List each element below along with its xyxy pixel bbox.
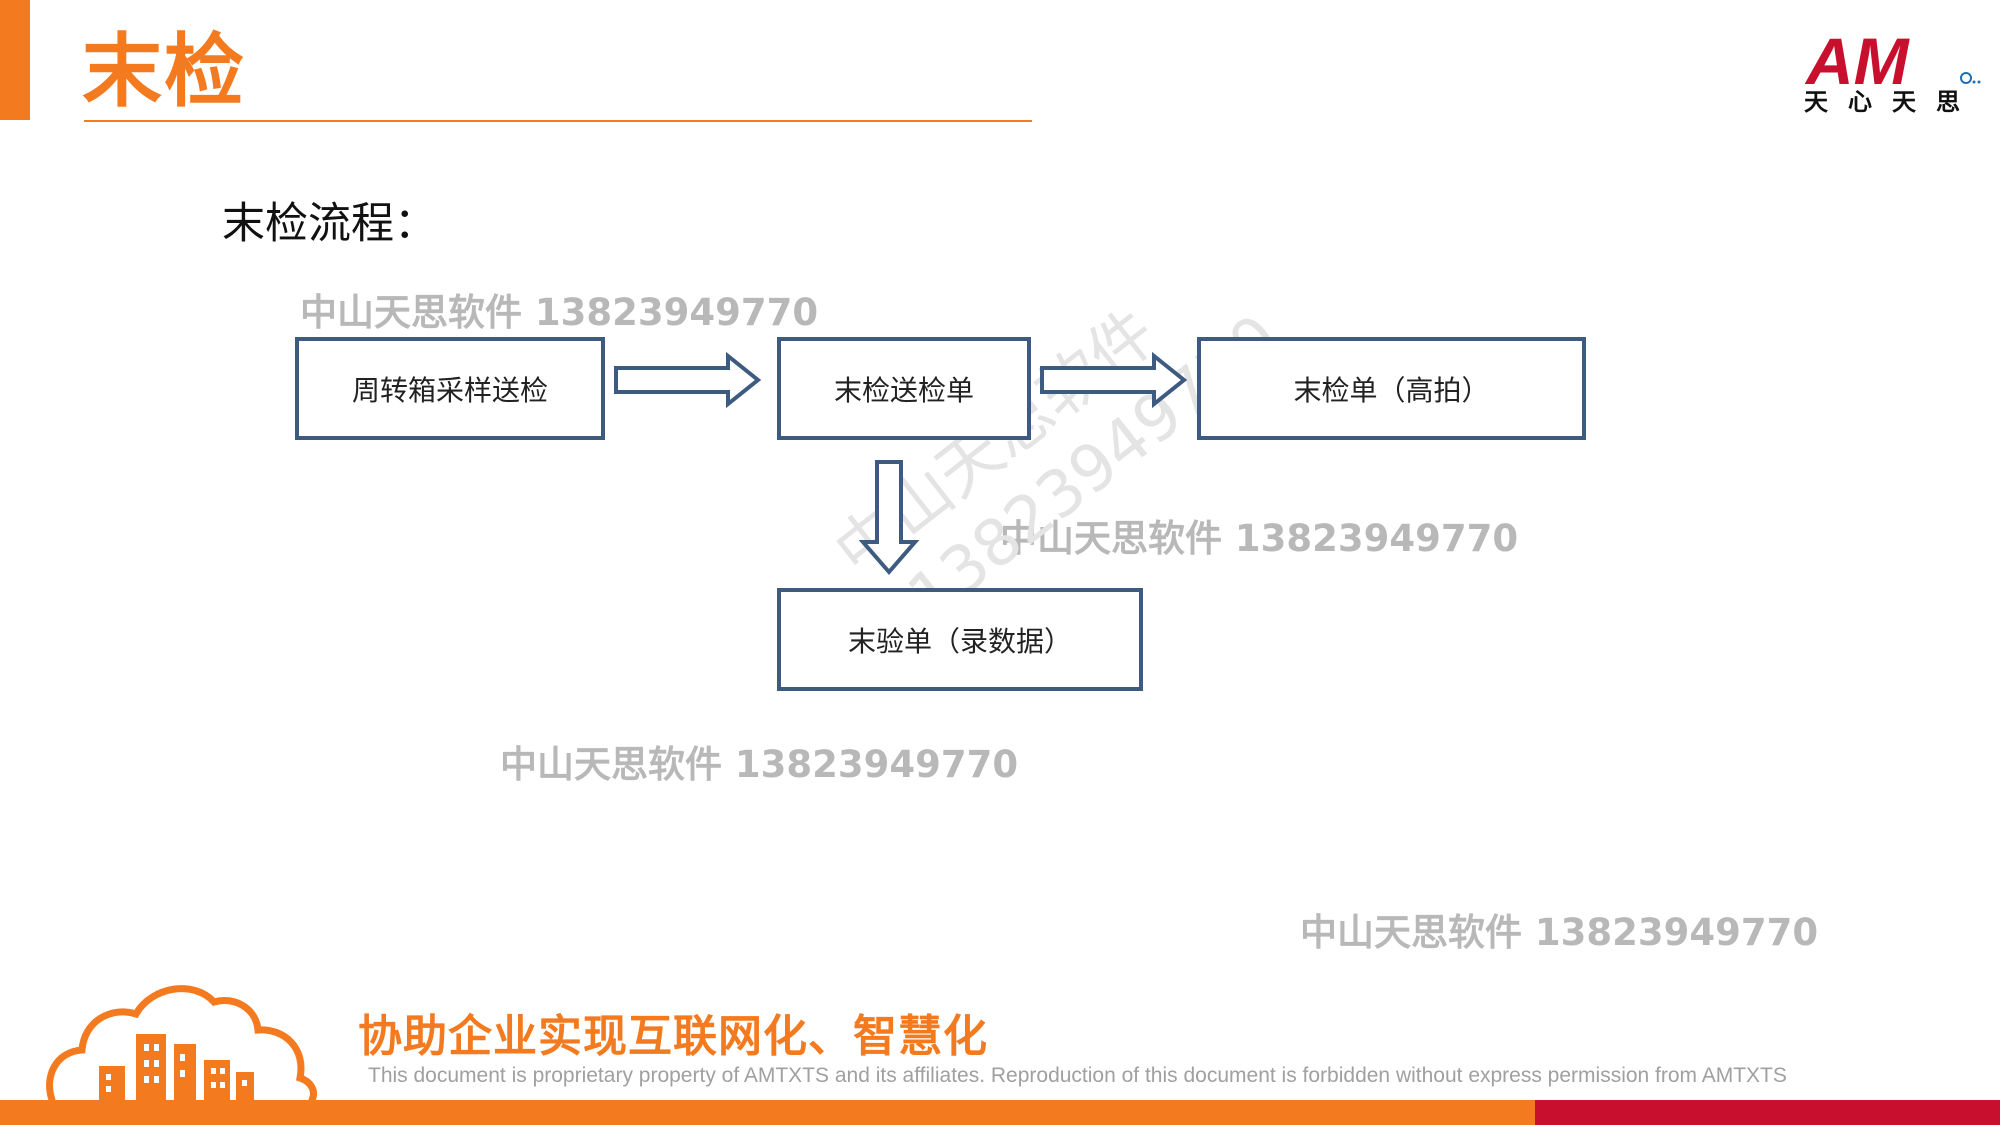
logo-mark: AM [1804, 24, 1911, 98]
down-arrow-icon [859, 460, 919, 576]
flow-step-inspection-photo: 末检单（高拍） [1197, 337, 1586, 440]
right-arrow-icon [614, 352, 762, 408]
am-logo-icon: AM 天心天思 [1804, 24, 1981, 116]
company-logo: AM 天心天思 [1804, 22, 1984, 132]
logo-subtext: 天心天思 [1804, 87, 1980, 116]
flow-step-inspection-request: 末检送检单 [777, 337, 1031, 440]
flow-step-data-entry: 末验单（录数据） [777, 588, 1143, 691]
watermark-text: 中山天思软件 13823949770 [1300, 911, 1819, 954]
flow-step-sampling: 周转箱采样送检 [295, 337, 605, 440]
watermark-text: 中山天思软件 13823949770 [1000, 517, 1519, 560]
footer-bar-orange [0, 1100, 1535, 1125]
cloud-city-icon [46, 985, 317, 1104]
right-arrow-icon [1040, 352, 1188, 408]
watermark-text: 中山天思软件 13823949770 [500, 743, 1019, 786]
section-heading: 末检流程： [222, 199, 437, 249]
footer-bar-red [1535, 1100, 2000, 1125]
title-accent-bar [0, 0, 30, 120]
page-title: 末检 [82, 25, 246, 118]
watermark-text: 中山天思软件 13823949770 [300, 291, 819, 334]
footer-slogan: 协助企业实现互联网化、智慧化 [358, 1011, 988, 1062]
footer-disclaimer: This document is proprietary property of… [368, 1064, 1787, 1087]
title-divider [84, 120, 1032, 122]
